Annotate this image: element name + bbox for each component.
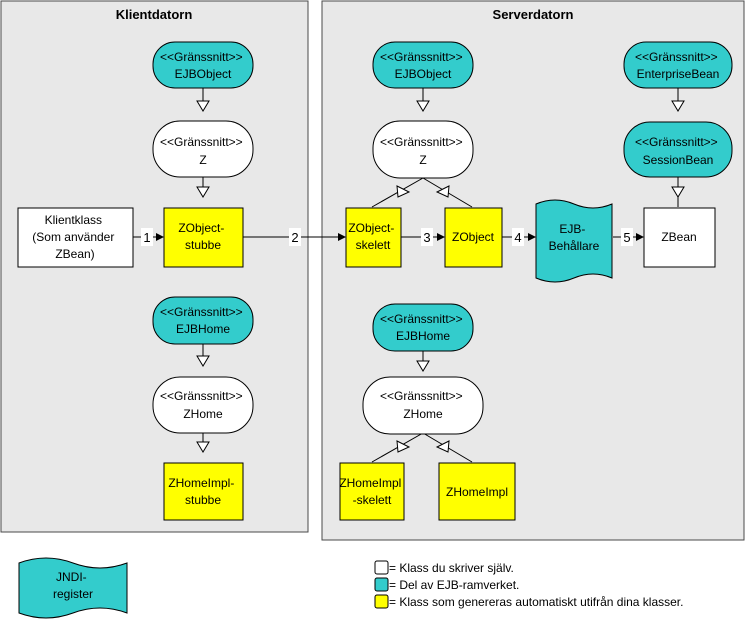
arrow-number-5: 5 [623, 230, 630, 245]
svg-text:ZBean: ZBean [661, 230, 696, 244]
server-zbean: ZBean [643, 207, 716, 268]
server-zhomeimpl: ZHomeImpl [438, 462, 516, 521]
server-zobject: ZObject [444, 207, 503, 268]
jndi-register: JNDI- register [18, 557, 128, 619]
svg-text:ZHomeImpl: ZHomeImpl [446, 485, 508, 499]
server-zhomeimpl-skelett: ZHomeImpl -skelett [339, 462, 405, 521]
svg-text:= Del av EJB-ramverket.: = Del av EJB-ramverket. [389, 578, 519, 592]
arrow-number-1: 1 [143, 230, 150, 245]
server-zhome-interface: <<Gränssnitt>> ZHome [362, 376, 484, 435]
arrow-number-2: 2 [291, 230, 298, 245]
client-ejbobject-interface: <<Gränssnitt>> EJBObject [152, 41, 254, 89]
svg-text:= Klass som genereras automati: = Klass som genereras automatiskt utifrå… [389, 595, 683, 609]
server-ejbhome-interface: <<Gränssnitt>> EJBHome [372, 303, 474, 352]
server-sessionbean-interface: <<Gränssnitt>> SessionBean [623, 121, 733, 178]
server-ejbobject-interface: <<Gränssnitt>> EJBObject [372, 41, 474, 89]
svg-text:Klientklass (Som använde: Klientklass (Som använder ZBean) [32, 213, 117, 261]
svg-text:ZObject- stubbe: ZObject- stubbe [178, 221, 227, 252]
svg-text:<<Gränssnitt>> Enterpris: <<Gränssnitt>> EnterpriseBean [635, 50, 721, 81]
inheritance-connectors [196, 87, 685, 463]
server-ejb-behallare: EJB- Behållare [535, 199, 613, 283]
svg-text:ZObject- skelett: ZObject- skelett [348, 221, 397, 252]
svg-text:<<Gränssnitt>> ZHome: <<Gränssnitt>> ZHome [380, 389, 466, 421]
svg-text:ZHomeImpl- stubbe: ZHomeImpl- stubbe [168, 476, 237, 507]
server-zobject-skelett: ZObject- skelett [345, 207, 402, 268]
svg-text:<<Gränssnitt>> ZHome: <<Gränssnitt>> ZHome [160, 389, 246, 421]
svg-text:<<Gränssnitt>> Z: <<Gränssnitt>> Z [160, 135, 246, 167]
svg-text:<<Gränssnitt>> Z: <<Gränssnitt>> Z [380, 135, 466, 167]
client-zobject-stubbe: ZObject- stubbe [163, 207, 244, 268]
svg-text:<<Gränssnitt>> EJBHome: <<Gränssnitt>> EJBHome [380, 312, 466, 343]
arrow-numbers: 1 2 3 4 5 [141, 228, 633, 246]
svg-text:JNDI- register: JNDI- register [53, 570, 93, 601]
arrow-number-4: 4 [514, 230, 521, 245]
svg-text:ZObject: ZObject [452, 230, 495, 244]
svg-text:<<Gränssnitt>> EJBObject: <<Gränssnitt>> EJBObject [380, 50, 466, 81]
server-enterprisebean-interface: <<Gränssnitt>> EnterpriseBean [623, 41, 733, 89]
svg-text:<<Gränssnitt>> SessionBe: <<Gränssnitt>> SessionBean [635, 135, 721, 167]
client-z-interface: <<Gränssnitt>> Z [152, 120, 254, 178]
svg-text:<<Gränssnitt>> EJBObject: <<Gränssnitt>> EJBObject [160, 50, 246, 81]
legend-white: = Klass du skriver själv. [374, 560, 514, 575]
server-panel-title: Serverdatorn [493, 7, 574, 22]
client-panel-title: Klientdatorn [116, 7, 193, 22]
svg-text:= Klass du skriver själv.: = Klass du skriver själv. [389, 561, 514, 575]
svg-text:EJB- Behållare: EJB- Behållare [549, 222, 600, 253]
client-zhome-interface: <<Gränssnitt>> ZHome [152, 376, 254, 434]
client-klientklass: Klientklass (Som använder ZBean) [17, 207, 134, 268]
client-zhomeimpl-stubbe: ZHomeImpl- stubbe [163, 462, 244, 521]
legend: = Klass du skriver själv. = Del av EJB-r… [374, 560, 683, 609]
arrow-number-3: 3 [423, 230, 430, 245]
svg-text:ZHomeImpl -skelett: ZHomeImpl -skelett [339, 476, 404, 507]
legend-yellow: = Klass som genereras automatiskt utifrå… [374, 594, 683, 609]
legend-cyan: = Del av EJB-ramverket. [374, 577, 519, 592]
client-ejbhome-interface: <<Gränssnitt>> EJBHome [152, 296, 254, 345]
server-z-interface: <<Gränssnitt>> Z [372, 120, 474, 179]
svg-text:<<Gränssnitt>> EJBHome: <<Gränssnitt>> EJBHome [160, 305, 246, 336]
